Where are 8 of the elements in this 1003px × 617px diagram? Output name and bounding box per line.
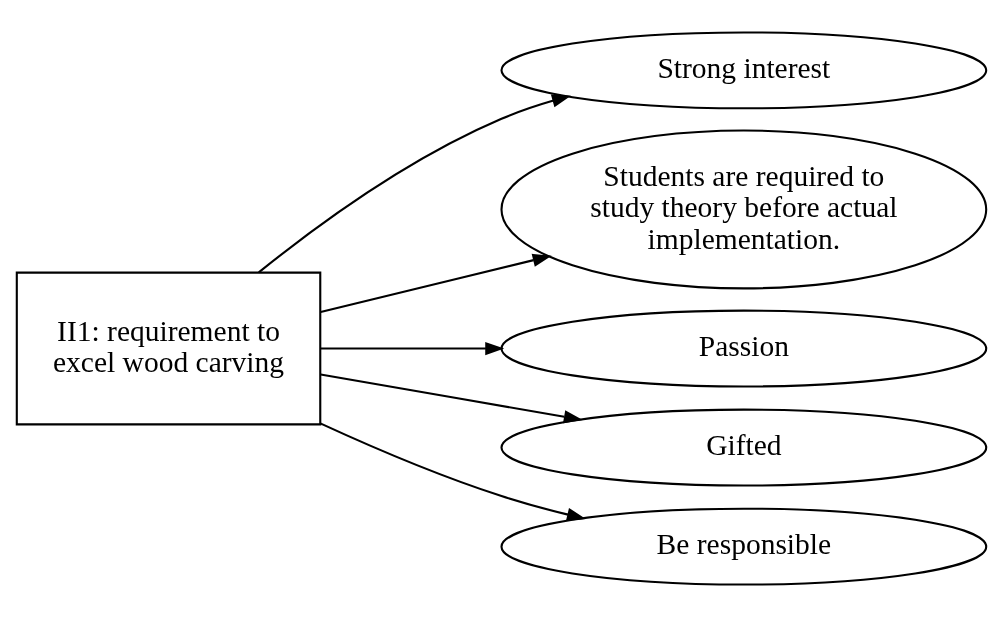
node-ellipse: Students are required to study theory before actual implementation.: [500, 129, 988, 290]
arrow: [319, 422, 586, 521]
arrow: [320, 253, 552, 314]
arrow: [320, 373, 583, 424]
node-ellipse: Passion: [500, 309, 988, 388]
arrow: [320, 341, 505, 356]
node-box: II1: requirement to excel wood carving: [15, 271, 322, 426]
arrow: [258, 94, 571, 274]
